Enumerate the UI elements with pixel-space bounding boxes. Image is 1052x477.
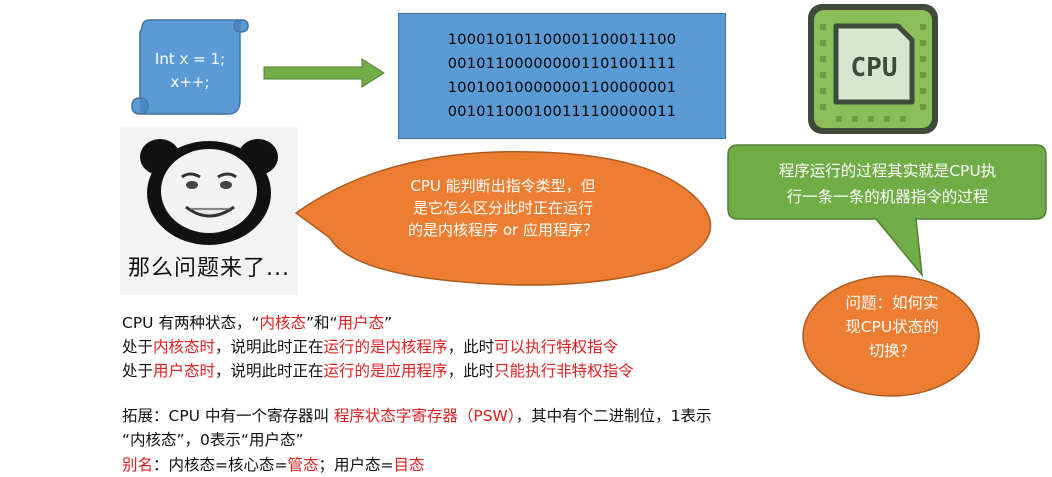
highlight-segment: 内核态时 <box>153 338 216 356</box>
code-line-1: Int x = 1; <box>154 50 226 68</box>
problem-line-3: 切换？ <box>868 342 916 360</box>
explanation-line-1: 程序运行的过程其实就是CPU执 <box>778 162 997 180</box>
text-segment: 处于 <box>122 338 154 356</box>
question-line-3: 的是内核程序 or 应用程序？ <box>408 221 598 239</box>
text-segment: 拓展：CPU 中有一个寄存器叫 <box>122 407 334 425</box>
text-segment: ”和“ <box>306 314 338 332</box>
psw-term: 程序状态字寄存器（PSW） <box>333 407 516 425</box>
highlight-segment: 只能执行非特权指令 <box>494 362 634 380</box>
highlight-segment: 可以执行特权指令 <box>494 338 619 356</box>
text-segment: ：内核态=核心态= <box>153 456 288 474</box>
cpu-states-line: CPU 有两种状态，“内核态”和“用户态” <box>122 311 392 335</box>
cpu-explanation-text: 程序运行的过程其实就是CPU执 行一条一条的机器指令的过程 <box>740 158 1035 210</box>
text-segment: ，其中有个二进制位，1表示 <box>515 407 712 425</box>
text-segment: ” <box>384 314 393 332</box>
kernel-mode-term: 内核态 <box>259 314 306 332</box>
explanation-line-2: 行一条一条的机器指令的过程 <box>786 188 989 206</box>
highlight-segment: 用户态时 <box>153 362 216 380</box>
right-arrow-icon <box>263 58 385 88</box>
target-mode-term: 目态 <box>393 456 425 474</box>
problem-line-1: 问题：如何实 <box>845 294 939 312</box>
supervisor-mode-term: 管态 <box>287 456 319 474</box>
kernel-mode-line: 处于内核态时，说明此时正在运行的是内核程序，此时可以执行特权指令 <box>122 335 618 359</box>
alias-label: 别名 <box>122 456 154 474</box>
cpu-explanation-bubble <box>727 144 1047 278</box>
cpu-chip-icon: CPU <box>808 4 938 134</box>
text-segment: “内核态”，0表示“用户态” <box>122 431 304 449</box>
text-segment: 处于 <box>122 362 154 380</box>
text-segment: ，此时 <box>447 362 495 380</box>
text-segment: ，说明此时正在 <box>215 338 324 356</box>
binary-line-2: 001011000000001101001111 <box>447 56 677 72</box>
psw-bit-meaning-line: “内核态”，0表示“用户态” <box>122 428 303 452</box>
cpu-chip-label: CPU <box>851 53 898 83</box>
text-segment: ，此时 <box>447 338 495 356</box>
code-snippet: Int x = 1; x++; <box>140 48 240 94</box>
machine-code-box: 100010101100001100011100 001011000000001… <box>398 13 726 139</box>
text-segment: ，说明此时正在 <box>215 362 324 380</box>
user-mode-line: 处于用户态时，说明此时正在运行的是应用程序，此时只能执行非特权指令 <box>122 359 634 383</box>
panda-meme-image <box>120 127 298 295</box>
question-line-1: CPU 能判断出指令类型，但 <box>410 177 596 195</box>
binary-line-1: 100010101100001100011100 <box>447 32 677 48</box>
text-segment: ；用户态= <box>318 456 394 474</box>
problem-line-2: 现CPU状态的 <box>845 318 939 336</box>
aliases-line: 别名：内核态=核心态=管态；用户态=目态 <box>122 453 425 477</box>
problem-callout-text: 问题：如何实 现CPU状态的 切换？ <box>812 291 972 363</box>
meme-caption: 那么问题来了... <box>128 256 290 281</box>
text-segment: CPU 有两种状态，“ <box>122 314 260 332</box>
question-speech-bubble <box>294 150 712 286</box>
psw-extension-line: 拓展：CPU 中有一个寄存器叫 程序状态字寄存器（PSW），其中有个二进制位，1… <box>122 404 712 428</box>
question-bubble-text: CPU 能判断出指令类型，但 是它怎么区分此时正在运行 的是内核程序 or 应用… <box>358 175 648 241</box>
binary-line-3: 100100100000001100000001 <box>447 80 677 96</box>
question-line-2: 是它怎么区分此时正在运行 <box>412 199 593 217</box>
binary-line-4: 001011000100111100000011 <box>447 104 677 120</box>
user-mode-term: 用户态 <box>337 314 385 332</box>
code-line-2: x++; <box>170 73 210 91</box>
highlight-segment: 运行的是应用程序 <box>323 362 448 380</box>
problem-callout <box>802 275 980 397</box>
highlight-segment: 运行的是内核程序 <box>323 338 448 356</box>
code-scroll-shape <box>131 19 249 115</box>
